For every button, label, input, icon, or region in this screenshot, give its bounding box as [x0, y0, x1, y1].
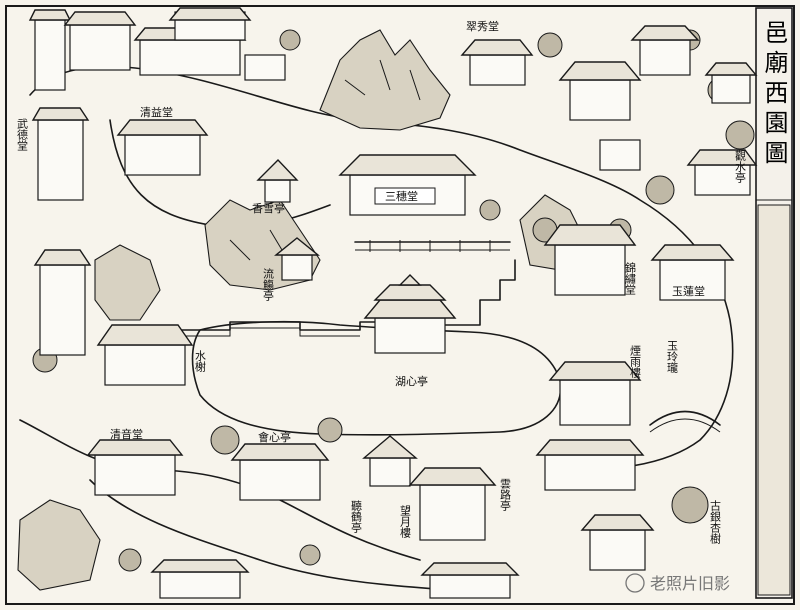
building-yunlu-pavilion: 雲路亭 [499, 439, 645, 511]
arched-bridge [649, 410, 721, 426]
label-jinhua-tower: 錦繡堂 [624, 261, 637, 295]
building-cuixiu-hall: 翠秀堂 [460, 20, 534, 86]
watermark-text: 老照片旧影 [650, 574, 730, 593]
label-shuixie: 水榭 [194, 350, 207, 373]
label-yanyu-hall: 煙雨樓 [629, 345, 642, 379]
building-shuixie: 水榭 [96, 324, 207, 386]
building-huixin-pavilion: 會心亭 [230, 430, 330, 501]
building-top-left-complex [28, 7, 286, 91]
building-bottom-row [150, 559, 520, 599]
label-xiangxue-pavilion: 香雪亭 [252, 201, 285, 215]
title-ladder-strip [757, 204, 791, 596]
building-yulian-hall: 玉蓮堂 [650, 244, 735, 301]
garden-path-lower [19, 419, 421, 561]
arched-bridge-lower [649, 418, 721, 433]
building-sanshan-hall: 三穗堂 [338, 154, 477, 216]
balustrade-posts [369, 240, 491, 252]
rockery-bottom-left [17, 499, 101, 591]
label-qingyu-hall: 清音堂 [110, 427, 143, 441]
building-top-right-complex [558, 25, 758, 171]
watermark: 老照片旧影 [625, 573, 730, 593]
building-left-tower [33, 249, 92, 356]
building-tinghe-pavilion: 聽鶴亭 [350, 435, 418, 533]
building-wangyue-tower: 望月樓 [399, 467, 497, 541]
label-yunlu-pavilion: 雲路亭 [499, 478, 512, 511]
rockery-upper [319, 29, 451, 131]
building-guanshui-pavilion: 觀水亭 [686, 149, 758, 196]
label-huixin-pavilion: 會心亭 [258, 430, 291, 444]
building-left-long: 武德堂 [16, 107, 90, 201]
label-qingyi-hall: 清益堂 [140, 105, 173, 119]
label-left-building: 武德堂 [16, 118, 29, 151]
building-qingyi-hall: 清益堂 [116, 105, 209, 176]
label-sanshan-hall: 三穗堂 [385, 190, 418, 203]
label-huxin-pavilion: 湖心亭 [395, 374, 428, 388]
map-title: 邑廟西園圖 [760, 20, 788, 170]
zigzag-bridge-right [439, 259, 516, 326]
building-bottom-right [580, 514, 655, 571]
building-liushang-pavilion: 流觴亭 [262, 237, 320, 301]
lake [191, 320, 562, 436]
building-xiangxue-pavilion: 香雪亭 [252, 158, 299, 215]
label-gujin-tree: 古銀杏樹 [709, 500, 722, 545]
garden-path-bottom [89, 479, 451, 591]
building-jinhua-tower: 錦繡堂 [543, 224, 637, 296]
label-cuixiu-hall: 翠秀堂 [466, 20, 499, 33]
label-tinghe-pavilion: 聽鶴亭 [350, 500, 363, 533]
title-panel: 邑廟西園圖 [755, 7, 793, 599]
bridge-rail [170, 327, 360, 337]
rockery-mid-left [94, 244, 161, 321]
label-yulian-hall: 玉蓮堂 [672, 284, 705, 298]
building-yanyu-hall: 煙雨樓 [548, 345, 642, 426]
trees [32, 29, 755, 572]
map-border [5, 5, 795, 605]
building-huxin-pavilion: 湖心亭 [363, 274, 457, 388]
label-yujin-tower: 玉玲瓏 [666, 340, 679, 373]
building-qingyu-hall: 清音堂 [86, 427, 184, 496]
label-liushang-pavilion: 流觴亭 [262, 267, 275, 301]
garden-path-outer [29, 65, 734, 471]
label-guanshui-pavilion: 觀水亭 [734, 150, 747, 183]
label-wangyue-tower: 望月樓 [399, 505, 412, 539]
